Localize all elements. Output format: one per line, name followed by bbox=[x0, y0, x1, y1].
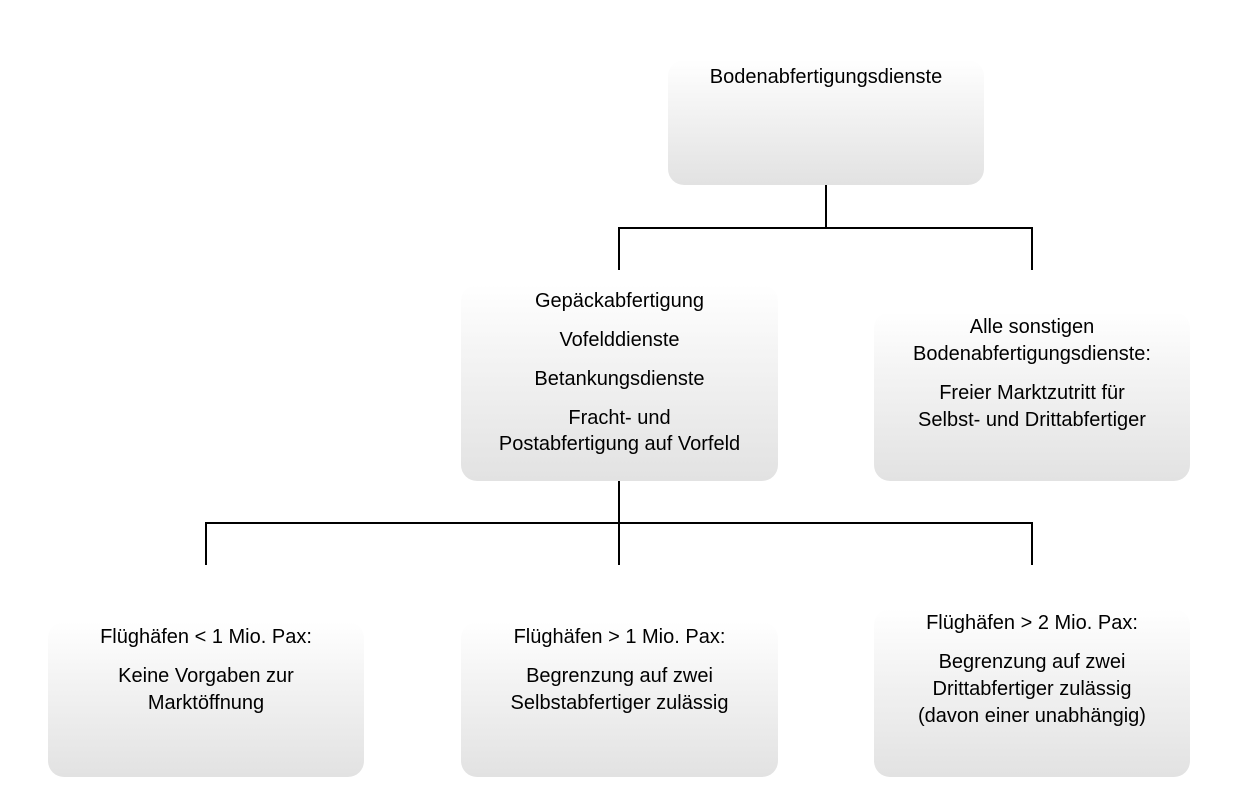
airport-small-heading: Flüghäfen < 1 Mio. Pax: bbox=[100, 626, 312, 648]
airport-large-heading: Flüghäfen > 2 Mio. Pax: bbox=[926, 612, 1138, 634]
root-node-box: Bodenabfertigungsdienste bbox=[668, 60, 984, 185]
airport-medium-box: Flüghäfen > 1 Mio. Pax: Begrenzung auf z… bbox=[461, 622, 778, 777]
other-services-heading: Alle sonstigen bbox=[969, 316, 1095, 338]
service-item: Betankungsdienste bbox=[534, 368, 705, 390]
airport-small-text: Marktöffnung bbox=[147, 692, 265, 714]
service-item: Gepäckabfertigung bbox=[534, 290, 704, 312]
airport-small-text: Keine Vorgaben zur bbox=[118, 665, 294, 687]
airport-medium-heading: Flüghäfen > 1 Mio. Pax: bbox=[513, 626, 726, 648]
airport-large-text: Drittabfertiger zulässig bbox=[932, 678, 1132, 700]
root-node-label: Bodenabfertigungsdienste bbox=[709, 66, 943, 88]
restricted-services-box: Gepäckabfertigung Vofelddienste Betankun… bbox=[461, 285, 778, 481]
airport-small-box: Flüghäfen < 1 Mio. Pax: Keine Vorgaben z… bbox=[48, 622, 364, 777]
service-item: Fracht- und bbox=[568, 407, 671, 429]
airport-large-text: Begrenzung auf zwei bbox=[938, 651, 1126, 673]
airport-medium-text: Begrenzung auf zwei bbox=[526, 665, 713, 687]
airport-large-text: (davon einer unabhängig) bbox=[918, 705, 1146, 727]
other-services-heading: Bodenabfertigungsdienste: bbox=[913, 343, 1151, 365]
airport-large-box: Flüghäfen > 2 Mio. Pax: Begrenzung auf z… bbox=[874, 609, 1190, 777]
service-item: Vofelddienste bbox=[559, 329, 680, 351]
airport-medium-text: Selbstabfertiger zulässig bbox=[510, 692, 729, 714]
other-services-box: Alle sonstigen Bodenabfertigungsdienste:… bbox=[874, 312, 1190, 481]
other-services-text: Freier Marktzutritt für bbox=[939, 382, 1125, 404]
service-item: Postabfertigung auf Vorfeld bbox=[498, 433, 741, 455]
other-services-text: Selbst- und Drittabfertiger bbox=[918, 409, 1146, 431]
